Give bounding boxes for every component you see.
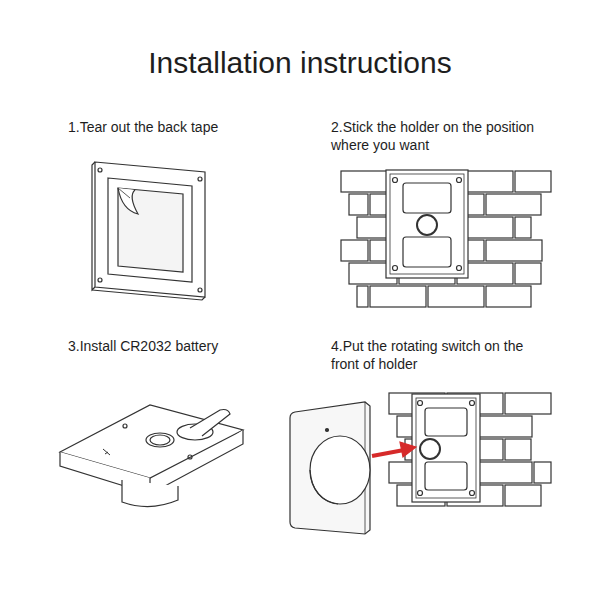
arrow (372, 442, 416, 457)
brick (486, 194, 541, 215)
brick (349, 194, 368, 215)
brick (428, 286, 484, 307)
holder (386, 170, 468, 278)
brick (341, 240, 368, 261)
page-title: Installation instructions (0, 46, 600, 80)
holder (412, 394, 480, 502)
step-label: 2.Stick the holder on the position where… (331, 118, 546, 154)
brick (486, 286, 531, 307)
brick (534, 462, 551, 483)
brick (370, 286, 426, 307)
step-label: 4.Put the rotating switch on the front o… (331, 337, 546, 373)
brick (505, 485, 541, 506)
battery-holder (60, 405, 243, 507)
brick-wall (341, 171, 551, 307)
brick (515, 263, 541, 284)
brick (486, 240, 542, 261)
brick (357, 286, 368, 307)
brick-wall (389, 393, 551, 506)
brick (476, 416, 532, 437)
step-label: 3.Install CR2032 battery (68, 337, 288, 355)
brick (515, 171, 551, 192)
brick (505, 439, 531, 460)
holder-with-tape (92, 162, 205, 300)
brick (476, 462, 532, 483)
rotary-switch (290, 402, 370, 534)
step-label: 1.Tear out the back tape (68, 118, 288, 136)
brick (505, 393, 551, 414)
brick (515, 217, 531, 238)
